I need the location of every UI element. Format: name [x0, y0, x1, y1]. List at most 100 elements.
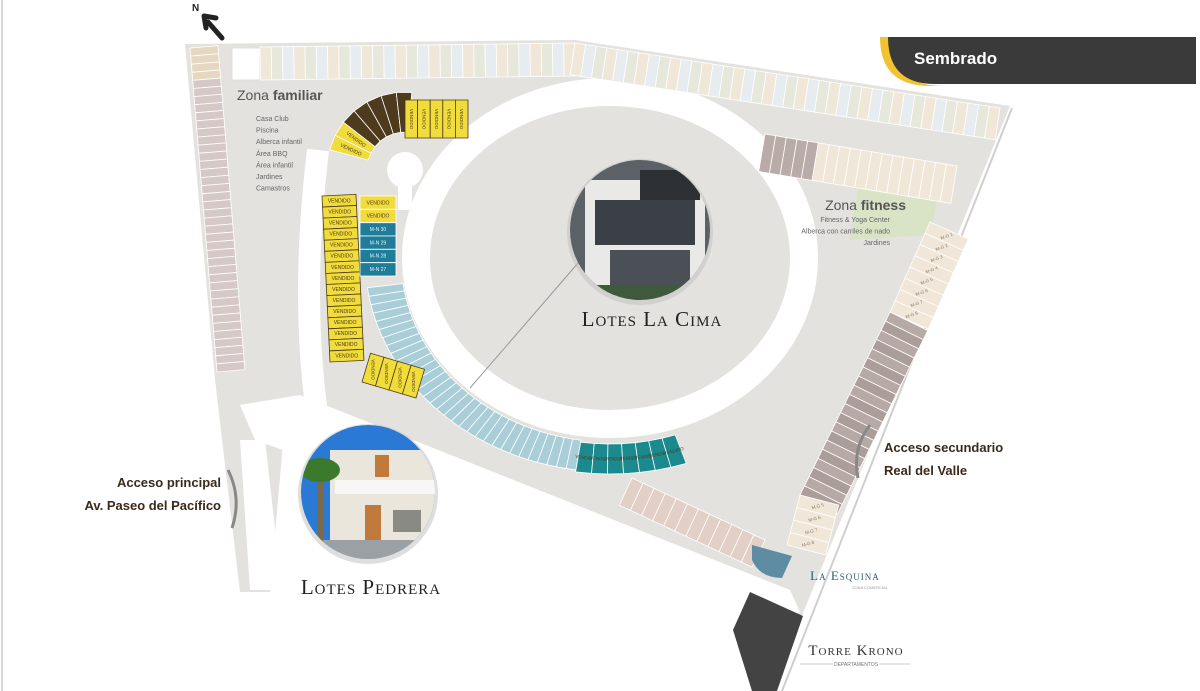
- lot-label: VENDIDO: [459, 109, 464, 130]
- loop-road: [402, 78, 818, 438]
- zona-fitness-label: Zona fitness Fitness & Yoga CenterAlberc…: [801, 197, 906, 247]
- lot-label: M-N 30: [370, 227, 387, 233]
- lot[interactable]: [428, 44, 441, 79]
- lot-label: VENDIDO: [590, 455, 611, 462]
- torre-krono-title: Torre Krono: [808, 643, 903, 659]
- lot-label: M-G 8: [905, 310, 919, 319]
- lot[interactable]: [315, 45, 329, 80]
- lot[interactable]: [473, 43, 486, 78]
- lot[interactable]: [394, 44, 408, 79]
- lot-sold[interactable]: [661, 434, 687, 468]
- la-esquina-title: La Esquina: [810, 568, 880, 583]
- lot[interactable]: [259, 46, 273, 81]
- lot-label: VENDIDO: [331, 254, 354, 260]
- amenity-item: Área BBQ: [256, 149, 288, 158]
- la-esquina-sublabel: ZONA COMERCIAL: [852, 585, 889, 590]
- lots-layer: M-G 1M-G 2M-G 3M-G 4M-G 5M-G 6M-G 7M-G 8…: [189, 42, 1001, 568]
- acceso-principal: Acceso principal Av. Paseo del Pacífico: [84, 469, 238, 529]
- north-arrow-icon: [201, 13, 225, 41]
- lot[interactable]: [552, 42, 565, 77]
- lot[interactable]: [383, 44, 396, 79]
- lot-label: M-N 28: [370, 254, 387, 260]
- lotes-la-cima-label: Lotes La Cima: [582, 307, 723, 331]
- lot[interactable]: [939, 163, 958, 204]
- access-arc: [855, 424, 872, 479]
- access-road: [240, 440, 282, 590]
- zona-familiar-title-light: Zona: [237, 87, 273, 103]
- lot-label: VENDIDO: [335, 342, 358, 348]
- lot[interactable]: [231, 47, 261, 81]
- lot-label: VENDIDO: [334, 331, 357, 337]
- la-esquina-label: La Esquina ZONA COMERCIAL: [810, 568, 888, 590]
- lot[interactable]: [293, 46, 306, 80]
- lot-label: M-G 5: [811, 502, 825, 510]
- lotes-la-cima-photo: [567, 159, 713, 305]
- lot[interactable]: [405, 44, 419, 79]
- lot-label: VENDIDO: [367, 214, 390, 220]
- lot[interactable]: [984, 105, 1001, 141]
- north-compass: N: [192, 3, 225, 41]
- lot-label: VENDIDO: [409, 109, 414, 130]
- lot[interactable]: [450, 44, 464, 78]
- lot-label: M-N 27: [370, 267, 387, 273]
- lot[interactable]: [215, 361, 246, 373]
- acceso-secundario-line1: Acceso secundario: [884, 440, 1003, 455]
- lot[interactable]: [439, 44, 453, 79]
- lot-label: M-G 7: [805, 527, 819, 535]
- amenity-item: Fitness & Yoga Center: [820, 217, 890, 224]
- lot[interactable]: [540, 42, 554, 77]
- site-boundary: [781, 107, 1013, 691]
- lot-sold[interactable]: [402, 364, 426, 399]
- amenity-item: Jardines: [864, 240, 891, 247]
- lot[interactable]: [518, 43, 531, 78]
- lot-label: M-G 6: [915, 288, 929, 297]
- lot-label: M-G 2: [935, 243, 949, 252]
- lot-label: M-G 3: [930, 254, 944, 263]
- amenity-item: Casa Club: [256, 116, 289, 123]
- lot-label: VENDIDO: [605, 456, 626, 461]
- banner-title: Sembrado: [914, 49, 997, 68]
- lot[interactable]: [360, 45, 374, 80]
- lot[interactable]: [495, 43, 509, 78]
- lot[interactable]: [282, 46, 295, 81]
- lot-sold[interactable]: [454, 99, 469, 139]
- lot-label: VENDIDO: [335, 353, 358, 359]
- lot-label: VENDIDO: [398, 367, 403, 388]
- lot[interactable]: [889, 300, 934, 330]
- la-esquina-block: [752, 545, 792, 578]
- lot-label: M-N 29: [370, 240, 387, 246]
- torre-krono-sublabel: DEPARTAMENTOS: [834, 662, 879, 668]
- svg-text:Zona fitness: Zona fitness: [825, 197, 906, 213]
- lot-label: VENDIDO: [575, 454, 596, 462]
- lot[interactable]: [462, 43, 475, 78]
- north-label: N: [192, 3, 199, 14]
- lot-label: VENDIDO: [634, 453, 655, 460]
- lot[interactable]: [270, 46, 284, 81]
- lot[interactable]: [372, 45, 385, 79]
- lot-label: VENDIDO: [333, 309, 356, 315]
- lot[interactable]: [507, 43, 520, 78]
- lot[interactable]: [786, 532, 830, 556]
- lot-label: M-G 4: [925, 265, 939, 274]
- lot[interactable]: [304, 45, 318, 80]
- acceso-principal-line1: Acceso principal: [117, 475, 221, 490]
- lot-sold[interactable]: [329, 348, 365, 363]
- lot[interactable]: [484, 43, 498, 78]
- lot[interactable]: [359, 262, 397, 277]
- lot-label: VENDIDO: [447, 109, 452, 130]
- lot-label: VENDIDO: [328, 198, 351, 204]
- sembrado-banner: Sembrado: [880, 37, 1196, 86]
- lot[interactable]: [338, 45, 351, 80]
- lot-label: VENDIDO: [620, 455, 641, 461]
- lot-label: M-G 7: [910, 299, 924, 308]
- lot[interactable]: [529, 43, 543, 77]
- access-arc: [226, 469, 238, 529]
- lot[interactable]: [349, 45, 363, 80]
- lot[interactable]: [327, 45, 340, 80]
- zona-fitness-title-bold: fitness: [861, 197, 906, 213]
- zona-familiar-title-bold: familiar: [273, 87, 323, 103]
- lotes-pedrera-photo: [298, 424, 438, 564]
- lot[interactable]: [417, 44, 430, 79]
